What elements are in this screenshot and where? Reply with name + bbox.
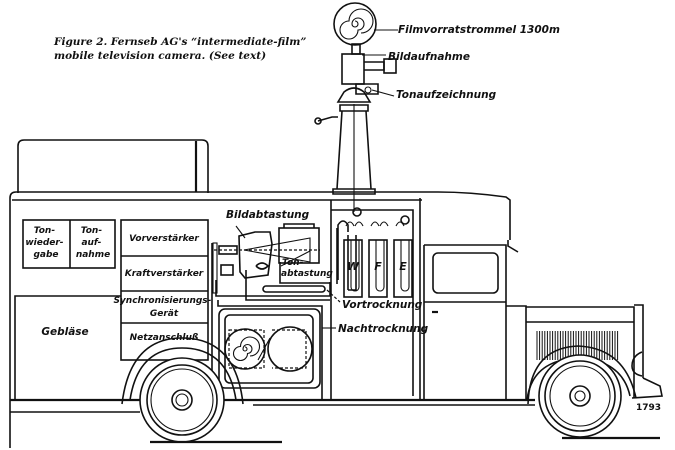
tank-label-f: F (374, 260, 382, 273)
pan-handle (317, 116, 338, 122)
caption-line-2: mobile television camera. (See text) (54, 49, 267, 62)
compartment-power-amplifier: Kraftverstärker (125, 269, 204, 279)
camera-lens (383, 58, 397, 74)
compartment-mains-connection: Netzanschluß (130, 333, 199, 343)
compartment-sync-device: Synchronisierungs- Gerät (113, 296, 214, 319)
film-spiral-icon (339, 8, 374, 40)
camera-body (341, 53, 365, 85)
equipment-rack (14, 219, 209, 400)
compartment-blower: Gebläse (41, 326, 88, 338)
tank-label-e: E (399, 260, 407, 273)
film-processing-unit (211, 223, 331, 400)
cab-window (432, 252, 499, 294)
developing-tanks (330, 200, 414, 400)
pre-dryer-tube (262, 285, 326, 293)
van-body (9, 191, 663, 448)
label-pre-drying: Vortrocknung (342, 299, 423, 311)
label-image-capture: Bildaufnahme (388, 51, 470, 63)
label-post-drying: Nachtrocknung (338, 323, 429, 335)
front-wheel (526, 345, 660, 440)
reference-number: 1793 (636, 403, 661, 413)
headlight-post (634, 304, 644, 378)
rear-wheel (121, 337, 282, 444)
compartment-sound-playback: Ton- wieder- gabe (25, 226, 66, 260)
label-sound-recording: Tonaufzeichnung (396, 89, 497, 101)
tank-label-w: W (347, 260, 360, 273)
camera-mast (314, 2, 397, 212)
label-film-drum: Filmvorratstrommel 1300m (398, 24, 560, 36)
compartment-sound-recording: Ton- auf- nahme (76, 226, 110, 260)
sound-scanner (255, 262, 270, 270)
label-image-scanning: Bildabtastung (226, 209, 310, 221)
post-dryer-reel-spiral-icon (232, 336, 261, 362)
radiator-grille (536, 331, 619, 360)
caption-line-1: Figure 2. Fernseb AG's “intermediate-fil… (54, 36, 307, 48)
label-sound-scanning-1: Ton- (282, 258, 304, 268)
scanner-housing (238, 231, 273, 279)
scanner-tube-box (278, 227, 320, 264)
compartment-preamplifier: Vorverstärker (129, 234, 199, 244)
label-sound-scanning-2: abtastung (281, 269, 333, 279)
film-drum (333, 2, 377, 46)
roof-box (17, 139, 209, 193)
post-dryer (218, 308, 321, 389)
figure-caption: Figure 2. Fernseb AG's “intermediate-fil… (54, 36, 314, 63)
